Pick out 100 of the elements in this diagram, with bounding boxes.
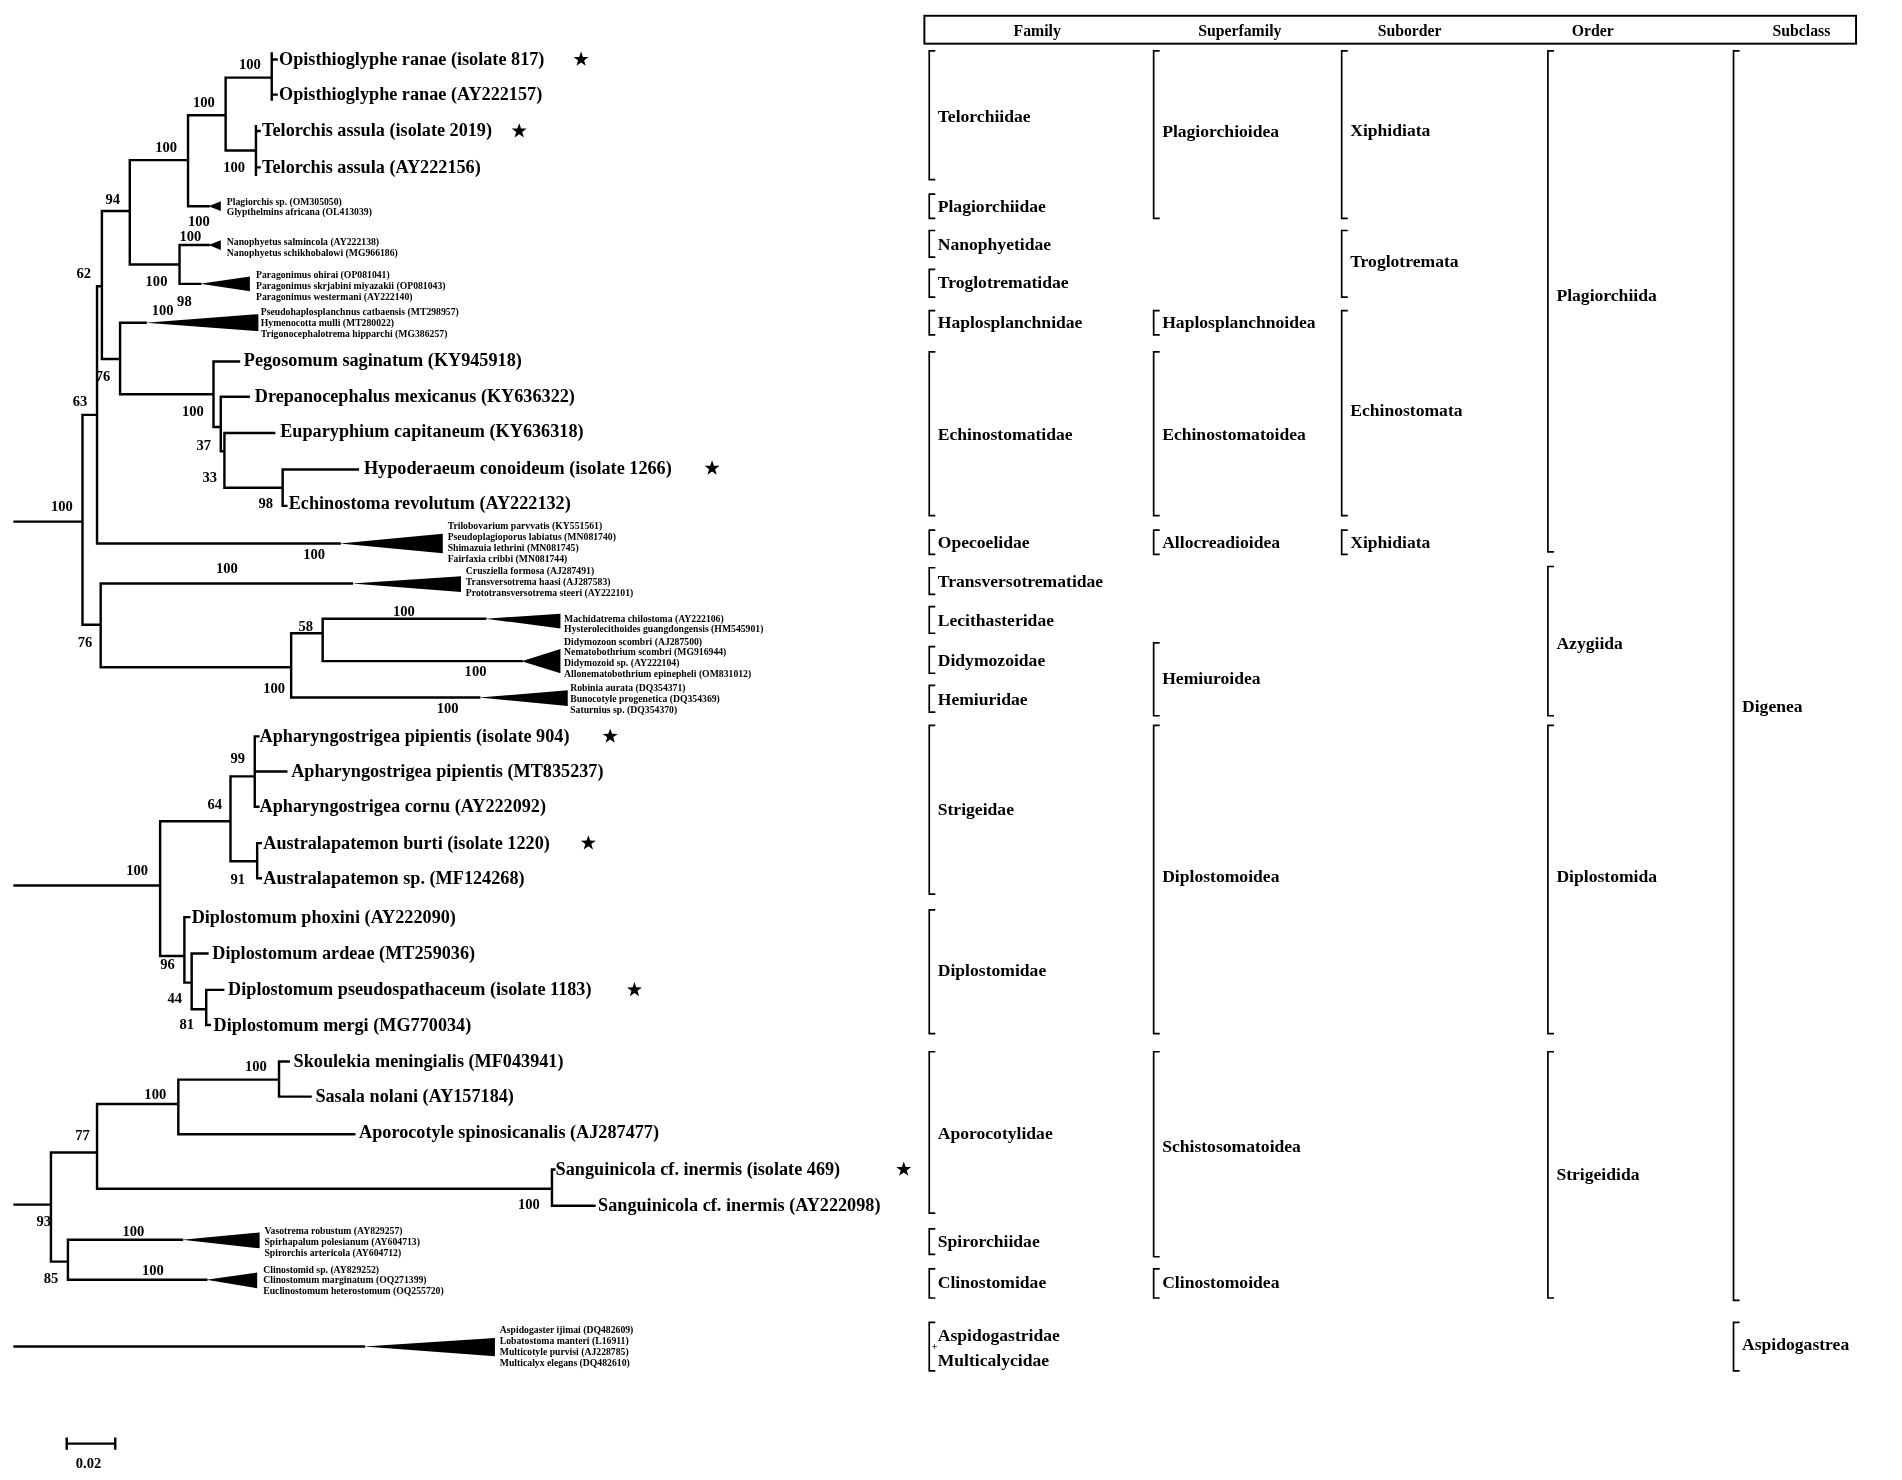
collapsed-clade-triangle xyxy=(208,201,221,212)
taxon-label: Spirhapalum polesianum (AY604713) xyxy=(264,1237,420,1248)
support-value: 100 xyxy=(179,229,202,244)
support-value: 64 xyxy=(207,797,222,812)
taxon-label: Sasala nolani (AY157184) xyxy=(315,1087,514,1106)
collapsed-clade-triangle xyxy=(351,576,461,592)
taxon-rank-label: Clinostomidae xyxy=(937,1273,1047,1292)
taxon-label: Sanguinicola cf. inermis (isolate 469) xyxy=(555,1160,841,1179)
support-value: 77 xyxy=(75,1128,90,1143)
taxon-label: Didymozoid sp. (AY222104) xyxy=(564,658,680,669)
collapsed-clade-triangle xyxy=(339,533,443,554)
taxon-rank-label: Didymozoidae xyxy=(937,651,1046,669)
column-header: Order xyxy=(1571,22,1614,39)
support-value: 100 xyxy=(223,160,246,175)
collapsed-clade-triangle xyxy=(363,1338,495,1357)
support-value: 100 xyxy=(192,94,215,110)
support-value: 100 xyxy=(145,274,168,289)
taxon-label: Prototransversotrema steeri (AY222101) xyxy=(465,588,634,599)
taxon-label: Bunocotyle progenetica (DQ354369) xyxy=(570,695,720,705)
support-value: 58 xyxy=(298,618,313,634)
taxon-rank-label: Strigeidae xyxy=(937,800,1014,818)
taxon-label: Allonematobothrium epinepheli (OM831012) xyxy=(564,669,752,680)
support-value: 62 xyxy=(76,265,91,281)
taxon-rank-label: Opecoelidae xyxy=(937,533,1030,552)
column-header: Subclass xyxy=(1772,22,1831,39)
support-value: 100 xyxy=(215,560,238,575)
taxon-rank-label: Xiphidiata xyxy=(1350,533,1431,552)
support-value: 91 xyxy=(230,872,246,887)
support-value: 100 xyxy=(122,1224,145,1239)
taxon-rank-label: Lecithasteridae xyxy=(937,611,1054,629)
taxon-label: Aspidogaster ijimai (DQ482609) xyxy=(499,1325,634,1336)
taxon-rank-label: Strigeidida xyxy=(1556,1165,1640,1184)
taxon-rank-label: Aporocotylidae xyxy=(937,1124,1053,1142)
taxon-label: Robinia aurata (DQ354371) xyxy=(570,684,686,694)
column-header: Superfamily xyxy=(1198,22,1282,39)
taxon-label: Diplostomum ardeae (MT259036) xyxy=(212,944,476,963)
support-value: 100 xyxy=(144,1086,167,1102)
support-value: 99 xyxy=(230,750,246,766)
collapsed-clade-triangle xyxy=(521,649,561,674)
taxon-rank-label: Clinostomoidea xyxy=(1162,1273,1280,1292)
taxon-label: Clinostomid sp. (AY829252) xyxy=(263,1265,380,1275)
column-header: Family xyxy=(1013,22,1061,39)
collapsed-clade-triangle xyxy=(206,1272,258,1289)
taxon-label: Apharyngostrigea pipientis (isolate 904) xyxy=(259,727,570,746)
support-value: 100 xyxy=(239,57,261,72)
support-value: 37 xyxy=(196,437,212,453)
taxon-rank-label: Plagiorchiida xyxy=(1556,286,1657,304)
taxon-rank-label: Haplosplanchnidae xyxy=(937,313,1083,332)
support-value: 100 xyxy=(50,498,73,514)
support-value: 100 xyxy=(126,862,148,878)
taxon-label: Trilobovarium parvvatis (KY551561) xyxy=(447,521,603,532)
taxon-label: Transversotrema haasi (AJ287583) xyxy=(465,577,611,588)
support-value: 76 xyxy=(95,368,111,384)
support-value: 85 xyxy=(43,1271,59,1286)
support-value: 96 xyxy=(160,957,175,972)
support-value: 76 xyxy=(77,634,93,649)
taxon-rank-label: Diplostomidae xyxy=(937,961,1047,980)
taxon-rank-label: Plagiorchiidae xyxy=(937,197,1046,215)
support-value: 81 xyxy=(179,1016,195,1032)
taxon-rank-label: Troglotrematidae xyxy=(937,273,1069,292)
plus-sign: + xyxy=(931,1342,938,1353)
taxon-label: Skoulekia meningialis (MF043941) xyxy=(293,1052,564,1071)
taxon-label: Didymozoon scombri (AJ287500) xyxy=(564,638,703,648)
support-value: 100 xyxy=(263,680,286,696)
taxon-label: Opisthioglyphe ranae (AY222157) xyxy=(279,85,543,104)
support-value: 100 xyxy=(393,604,415,619)
taxon-label: Trigonocephalotrema hipparchi (MG386257) xyxy=(260,329,448,340)
taxon-label: Euparyphium capitaneum (KY636318) xyxy=(280,422,584,441)
scale-label: 0.02 xyxy=(75,1455,102,1471)
collapsed-clade-triangle xyxy=(145,314,259,332)
taxon-rank-label: Haplosplanchnoidea xyxy=(1162,313,1316,332)
collapsed-clade-triangle xyxy=(479,690,568,706)
taxon-label: Telorchis assula (isolate 2019) xyxy=(262,121,493,141)
taxon-rank-label: Hemiuroidea xyxy=(1162,669,1261,687)
taxon-rank-label: Schistosomatoidea xyxy=(1162,1137,1301,1156)
support-value: 33 xyxy=(202,469,218,485)
taxon-rank-label: Echinostomata xyxy=(1350,401,1463,419)
taxon-label: Vasotrema robustum (AY829257) xyxy=(264,1226,403,1237)
support-value: 100 xyxy=(436,701,459,716)
taxon-rank-label: Aspidogastrea xyxy=(1742,1335,1850,1353)
taxon-rank-label: Telorchiidae xyxy=(937,107,1031,126)
taxon-label: Australapatemon sp. (MF124268) xyxy=(263,869,525,888)
taxon-rank-label: Xiphidiata xyxy=(1350,121,1431,139)
taxon-label: Pegosomum saginatum (KY945918) xyxy=(243,351,522,370)
taxon-rank-label: Diplostomoidea xyxy=(1162,867,1280,885)
taxon-rank-label: Nanophyetidae xyxy=(937,235,1052,253)
taxon-label: Apharyngostrigea cornu (AY222092) xyxy=(259,797,547,816)
taxon-label: Euclinostomum heterostomum (OQ255720) xyxy=(263,1287,444,1297)
support-value: 100 xyxy=(155,139,178,155)
taxon-label: Opisthioglyphe ranae (isolate 817) xyxy=(279,50,545,69)
support-value: 100 xyxy=(141,1262,164,1278)
taxon-label: Diplostomum mergi (MG770034) xyxy=(213,1015,472,1035)
taxon-label: Aporocotyle spinosicanalis (AJ287477) xyxy=(359,1123,659,1143)
support-value: 100 xyxy=(181,403,204,419)
taxon-label: Paragonimus westermani (AY222140) xyxy=(255,292,413,303)
support-value: 44 xyxy=(167,991,182,1006)
support-value: 100 xyxy=(151,303,174,318)
taxon-label: Drepanocephalus mexicanus (KY636322) xyxy=(254,387,575,406)
taxon-rank-label: Allocreadioidea xyxy=(1162,533,1281,552)
support-value: 98 xyxy=(177,293,192,309)
